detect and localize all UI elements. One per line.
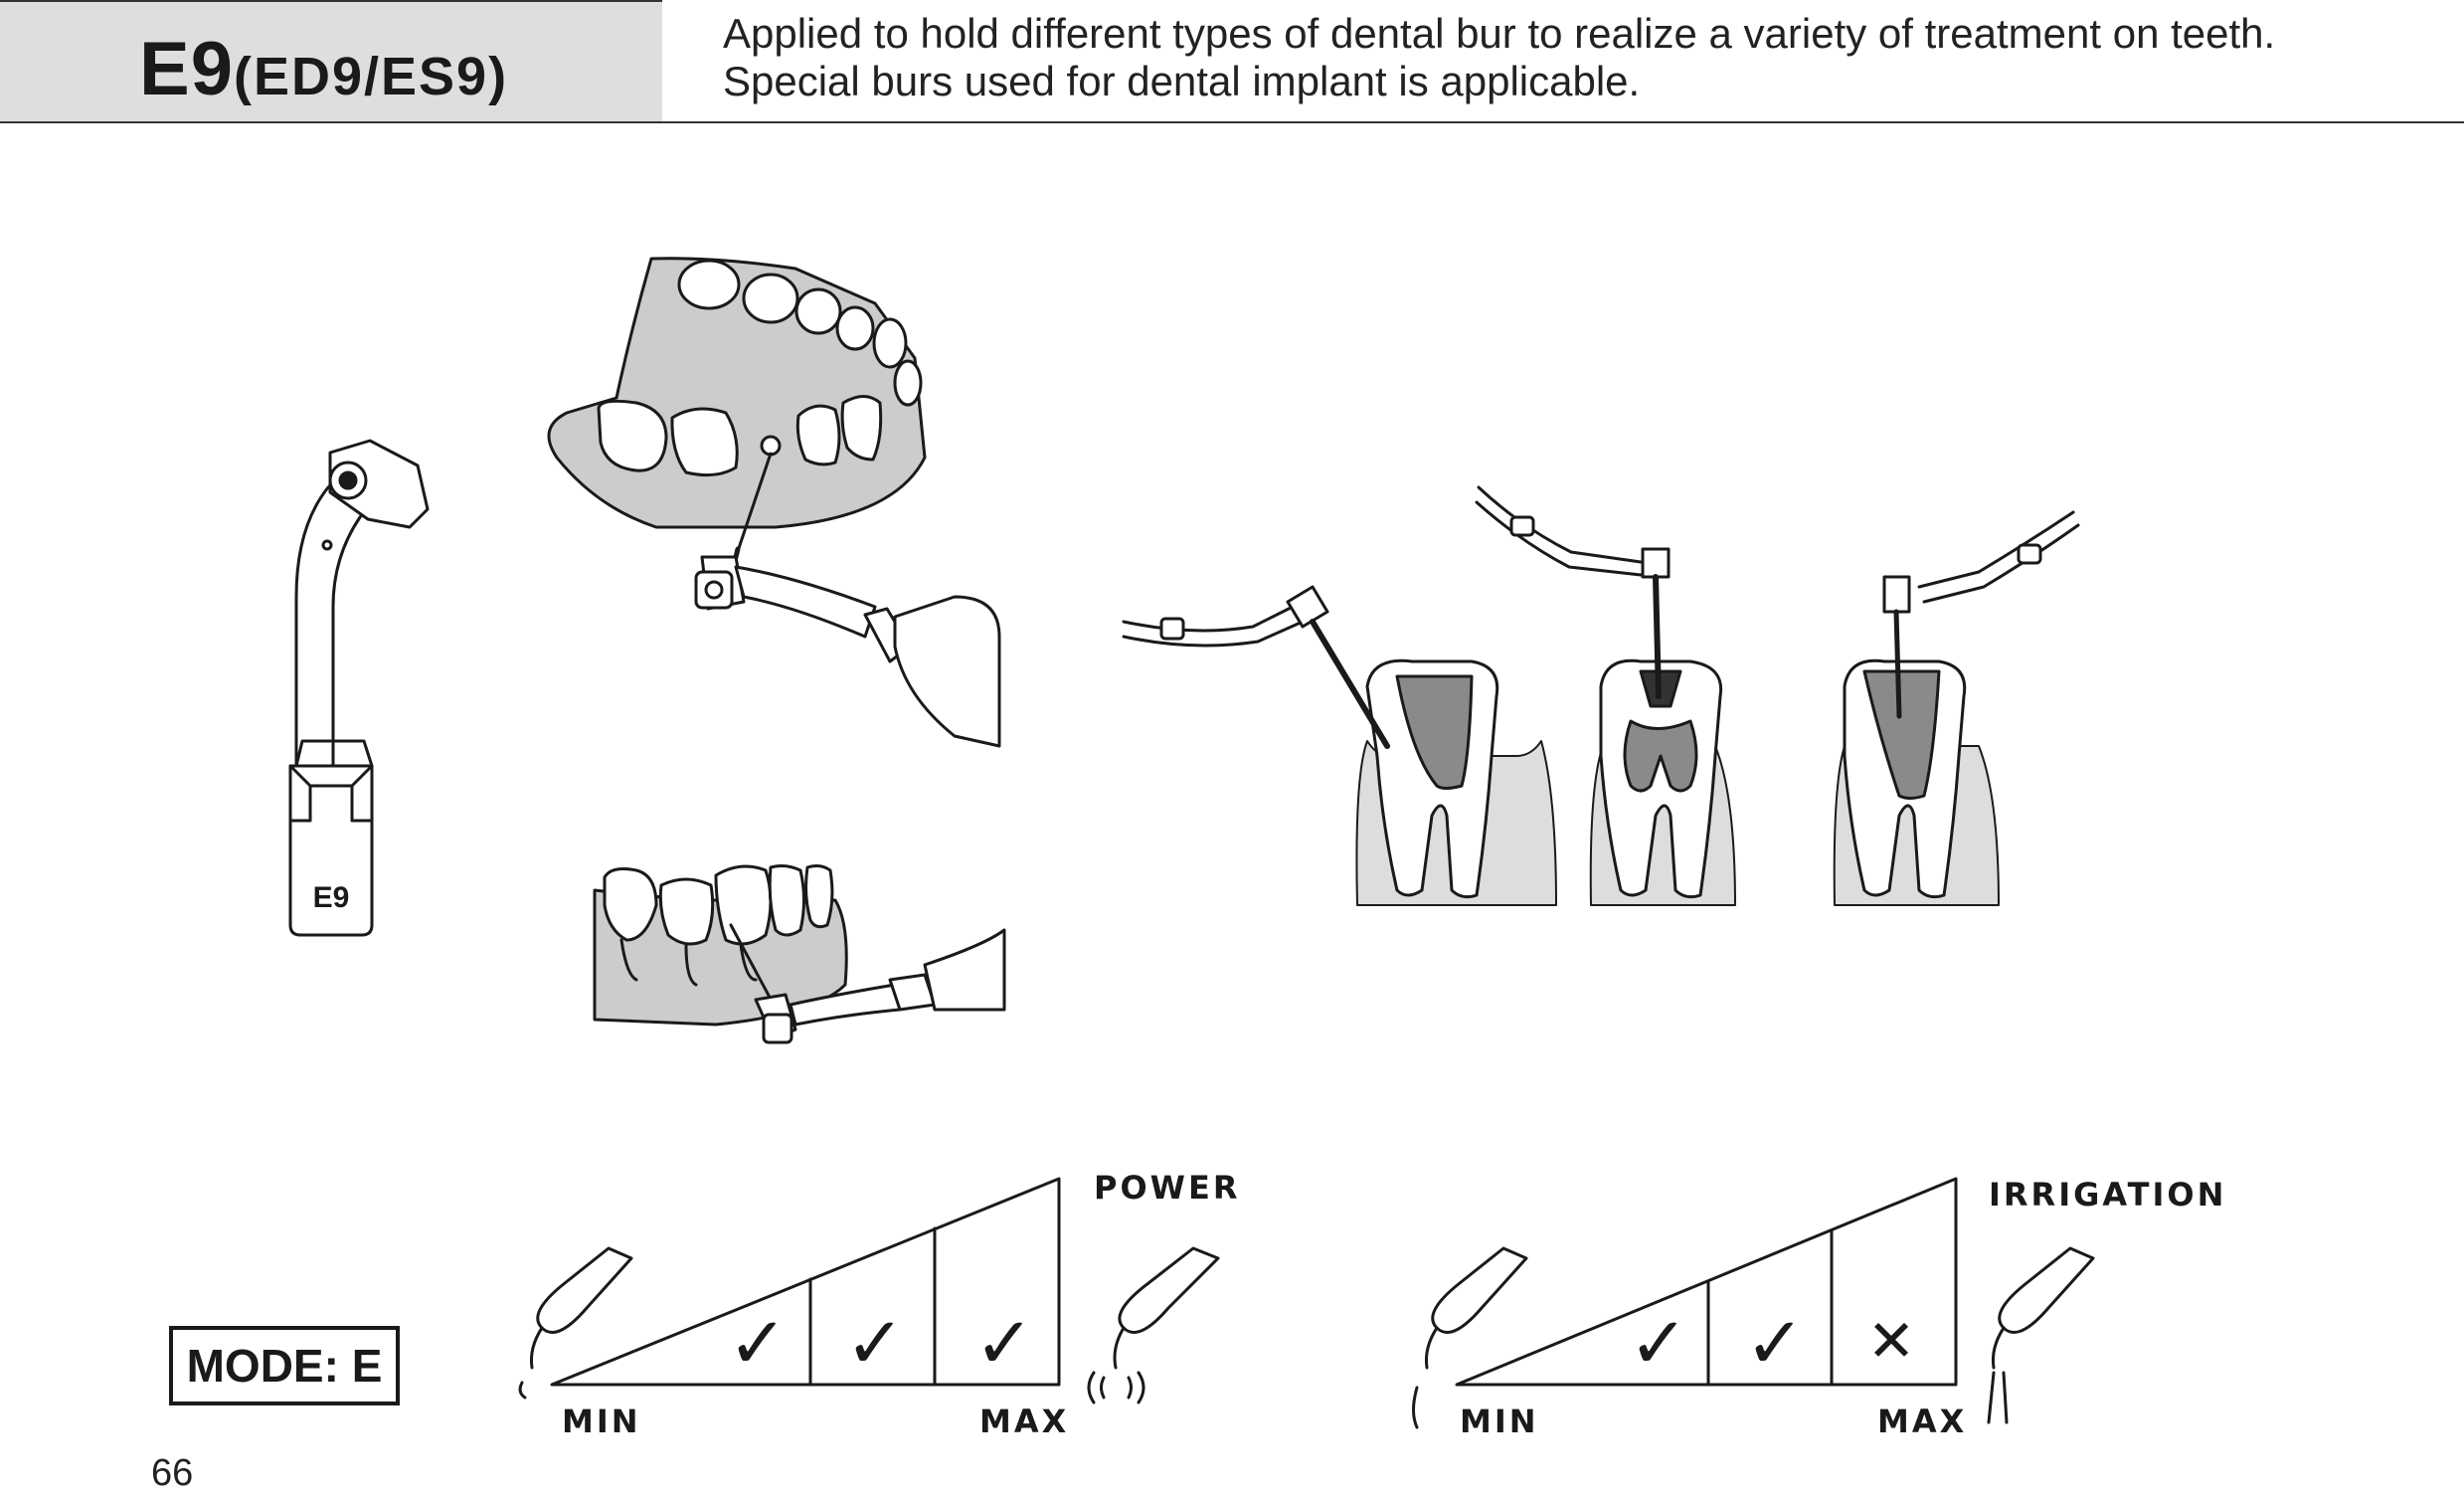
- jaw-implant-illustration: [547, 257, 1001, 748]
- power-min-label: MIN: [562, 1402, 641, 1440]
- irrigation-mark-3: ✕: [1867, 1307, 1916, 1375]
- mode-badge: MODE: E: [169, 1326, 400, 1405]
- page-header: E9(ED9/ES9) Applied to hold different ty…: [0, 0, 2464, 125]
- power-max-label: MAX: [979, 1402, 1069, 1440]
- power-scale-graphic: [550, 1177, 1061, 1387]
- power-mark-3: ✓: [974, 1301, 1034, 1385]
- tip-code-variants: (ED9/ES9): [233, 47, 509, 106]
- irrigation-title: IRRIGATION: [1989, 1176, 2226, 1214]
- description-line-2: Special burs used for dental implant is …: [723, 58, 1641, 104]
- power-handpiece-icons: [518, 1246, 1220, 1404]
- irrigation-max-label: MAX: [1877, 1402, 1967, 1440]
- power-title: POWER: [1094, 1169, 1240, 1207]
- tip-label: E9: [313, 881, 350, 914]
- power-mark-2: ✓: [845, 1301, 905, 1385]
- tip-description: Applied to hold different types of denta…: [723, 10, 2275, 105]
- irrigation-handpiece-icons: [1412, 1246, 2095, 1429]
- tip-code-panel: E9(ED9/ES9): [0, 0, 662, 123]
- irrigation-mark-2: ✓: [1745, 1301, 1805, 1385]
- tip-code-title: E9(ED9/ES9): [139, 26, 508, 112]
- description-line-1: Applied to hold different types of denta…: [723, 10, 2276, 57]
- irrigation-min-label: MIN: [1460, 1402, 1539, 1440]
- jaw-front-illustration: [593, 864, 1006, 1044]
- header-divider: [662, 121, 2464, 123]
- irrigation-scale-graphic: [1455, 1177, 1958, 1387]
- e9-tip-illustration: [288, 439, 430, 937]
- page-number: 66: [151, 1452, 194, 1494]
- tip-code: E9: [139, 27, 234, 111]
- root-canal-sequence-illustration: [1122, 485, 2080, 906]
- power-mark-1: ✓: [728, 1301, 788, 1385]
- irrigation-mark-1: ✓: [1629, 1301, 1688, 1385]
